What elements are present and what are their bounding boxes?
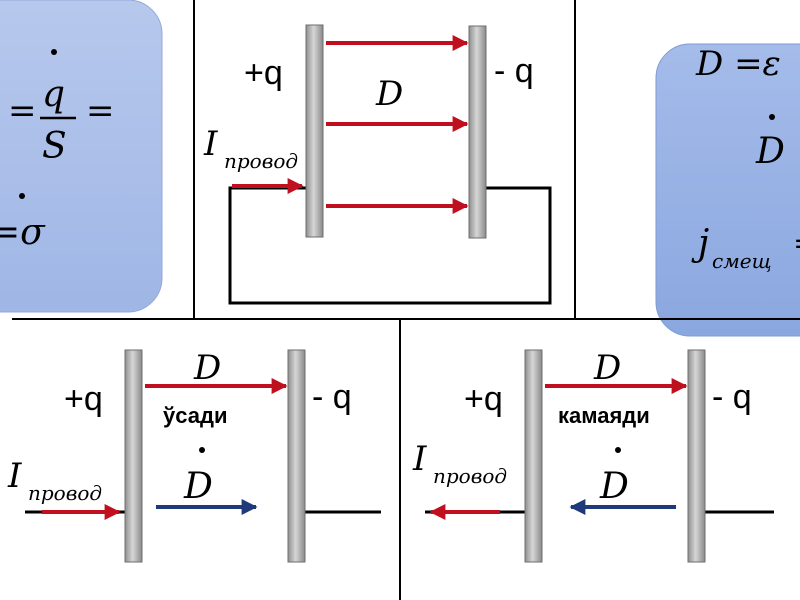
bl-dot-over-D (199, 447, 205, 453)
br-minus-q: - q (712, 378, 752, 416)
formula-right-eq: = (793, 226, 800, 261)
formula-right-top: D =ε (695, 44, 781, 84)
top-plate-right (468, 25, 487, 239)
formula-left-eq2: = (86, 91, 115, 131)
bl-plate-left (124, 349, 143, 563)
formula-left-eq1: = (8, 91, 37, 131)
formula-left-q: q (42, 74, 65, 115)
bl-I-label: I (7, 456, 22, 496)
br-I-subscript: провод (433, 464, 507, 488)
bl-I-subscript: провод (28, 481, 102, 505)
top-I-label: I (203, 124, 218, 164)
formula-right-D: D (755, 131, 785, 172)
br-dot-over-D (615, 447, 621, 453)
bottom-left-capacitor: +q - q D ўсади D I провод (7, 348, 381, 563)
top-D-label: D (375, 74, 403, 114)
br-I-label: I (412, 439, 427, 479)
top-minus-q: - q (494, 52, 534, 90)
top-capacitor: +q - q D I провод (203, 24, 552, 305)
br-plate-left (524, 349, 543, 563)
br-kamayadi-label: камаяди (558, 403, 650, 428)
formula-panel-left (0, 0, 163, 313)
br-dD-label: D (599, 466, 629, 507)
top-plate-left (305, 24, 324, 238)
br-plate-right (687, 349, 706, 563)
top-I-subscript: провод (224, 149, 298, 173)
dot-over-q (51, 49, 57, 55)
formula-right-j-subscript: смещ (712, 249, 772, 273)
top-plus-q: +q (244, 54, 283, 92)
bottom-right-capacitor: +q - q D камаяди D I провод (412, 348, 774, 563)
br-D-label: D (593, 348, 621, 388)
dot-over-D-right (769, 114, 775, 120)
formula-left-S: S (42, 126, 67, 167)
bl-plate-right (287, 349, 306, 563)
formula-panel-right (655, 43, 800, 337)
bl-dD-label: D (183, 466, 213, 507)
dot-over-sigma (19, 193, 25, 199)
bl-usadi-label: ўсади (163, 403, 227, 428)
formula-left-sigma: =σ (0, 212, 46, 253)
bl-plus-q: +q (64, 380, 103, 418)
bl-D-label: D (193, 348, 221, 388)
br-plus-q: +q (464, 380, 503, 418)
bl-minus-q: - q (312, 378, 352, 416)
